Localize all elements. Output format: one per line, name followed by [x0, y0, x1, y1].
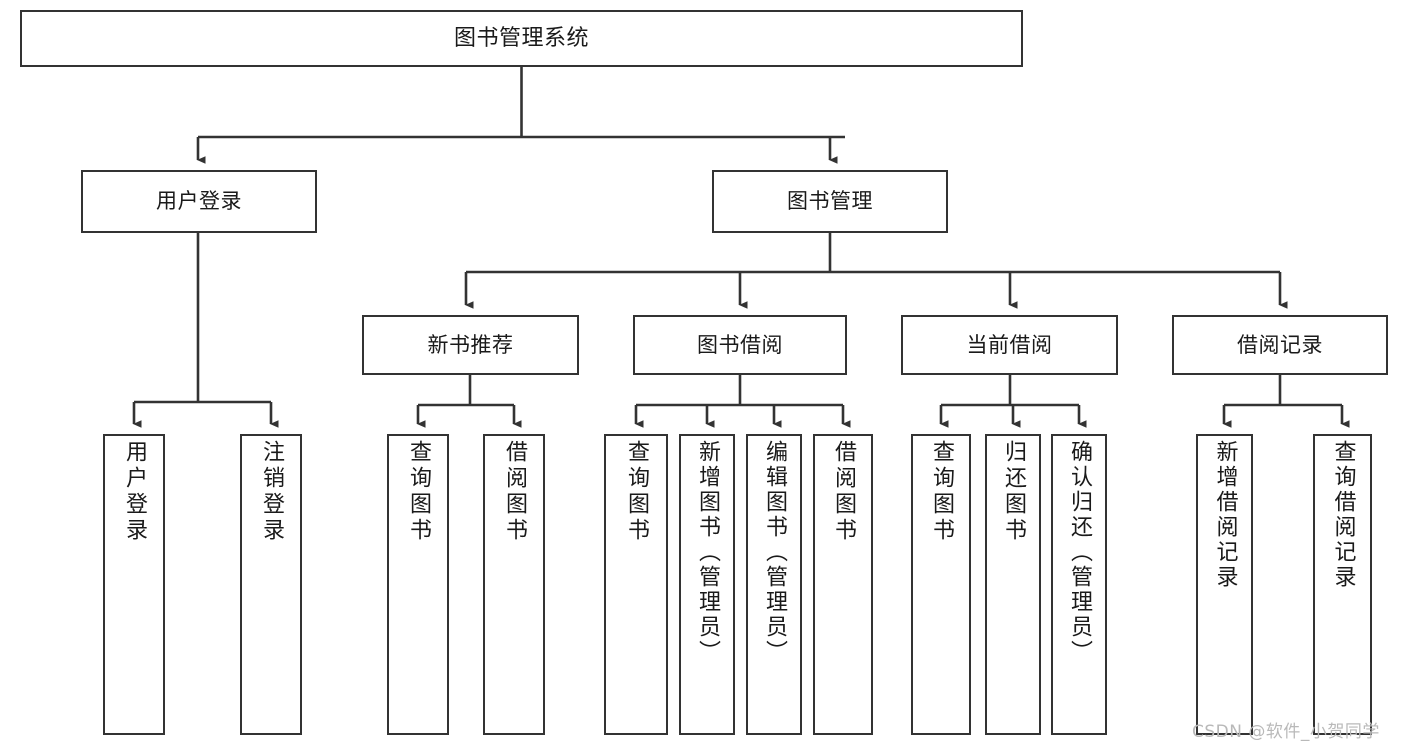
node-leaf-query-borrow-record-label: 查询借阅记录: [1330, 440, 1356, 590]
node-leaf-logout-label: 注销登录: [259, 440, 284, 544]
node-current-borrow-label: 当前借阅: [966, 332, 1053, 357]
node-leaf-query-book-3[interactable]: 查询图书: [911, 434, 971, 735]
csdn-watermark: CSDN @软件_小贺同学: [1192, 722, 1380, 742]
node-current-borrow[interactable]: 当前借阅: [901, 315, 1118, 375]
node-leaf-return-book-label: 归还图书: [1001, 440, 1026, 544]
node-book-borrow-label: 图书借阅: [697, 332, 783, 357]
node-leaf-add-borrow-record[interactable]: 新增借阅记录: [1196, 434, 1253, 735]
node-leaf-user-login[interactable]: 用户登录: [103, 434, 165, 735]
node-borrow-record-label: 借阅记录: [1237, 332, 1323, 357]
node-root-system[interactable]: 图书管理系统: [20, 10, 1023, 67]
node-leaf-query-book-2[interactable]: 查询图书: [604, 434, 668, 735]
node-leaf-confirm-return[interactable]: 确认归还（管理员）: [1051, 434, 1107, 735]
node-leaf-query-book-3-label: 查询图书: [929, 440, 954, 544]
node-leaf-logout[interactable]: 注销登录: [240, 434, 302, 735]
node-leaf-user-login-label: 用户登录: [122, 440, 147, 544]
node-new-book-recommend[interactable]: 新书推荐: [362, 315, 579, 375]
node-user-login[interactable]: 用户登录: [81, 170, 317, 233]
node-leaf-borrow-book-2[interactable]: 借阅图书: [813, 434, 873, 735]
node-book-manage-label: 图书管理: [787, 189, 873, 214]
node-leaf-confirm-return-label: 确认归还（管理员）: [1067, 440, 1092, 665]
node-leaf-borrow-book-1[interactable]: 借阅图书: [483, 434, 545, 735]
node-leaf-query-book-1[interactable]: 查询图书: [387, 434, 449, 735]
node-leaf-edit-book-admin-label: 编辑图书（管理员）: [762, 440, 787, 665]
node-leaf-borrow-book-1-label: 借阅图书: [502, 440, 527, 544]
node-leaf-add-book-admin-label: 新增图书（管理员）: [695, 440, 720, 665]
node-root-system-label: 图书管理系统: [453, 25, 589, 51]
node-new-book-recommend-label: 新书推荐: [427, 332, 514, 357]
node-borrow-record[interactable]: 借阅记录: [1172, 315, 1388, 375]
node-book-borrow[interactable]: 图书借阅: [633, 315, 847, 375]
node-leaf-query-borrow-record[interactable]: 查询借阅记录: [1313, 434, 1372, 735]
node-leaf-add-borrow-record-label: 新增借阅记录: [1212, 440, 1238, 590]
node-user-login-label: 用户登录: [156, 189, 242, 214]
node-leaf-query-book-1-label: 查询图书: [406, 440, 431, 544]
node-leaf-edit-book-admin[interactable]: 编辑图书（管理员）: [746, 434, 802, 735]
node-leaf-borrow-book-2-label: 借阅图书: [831, 440, 856, 544]
node-leaf-return-book[interactable]: 归还图书: [985, 434, 1041, 735]
node-leaf-query-book-2-label: 查询图书: [624, 440, 649, 544]
node-leaf-add-book-admin[interactable]: 新增图书（管理员）: [679, 434, 735, 735]
node-book-manage[interactable]: 图书管理: [712, 170, 948, 233]
